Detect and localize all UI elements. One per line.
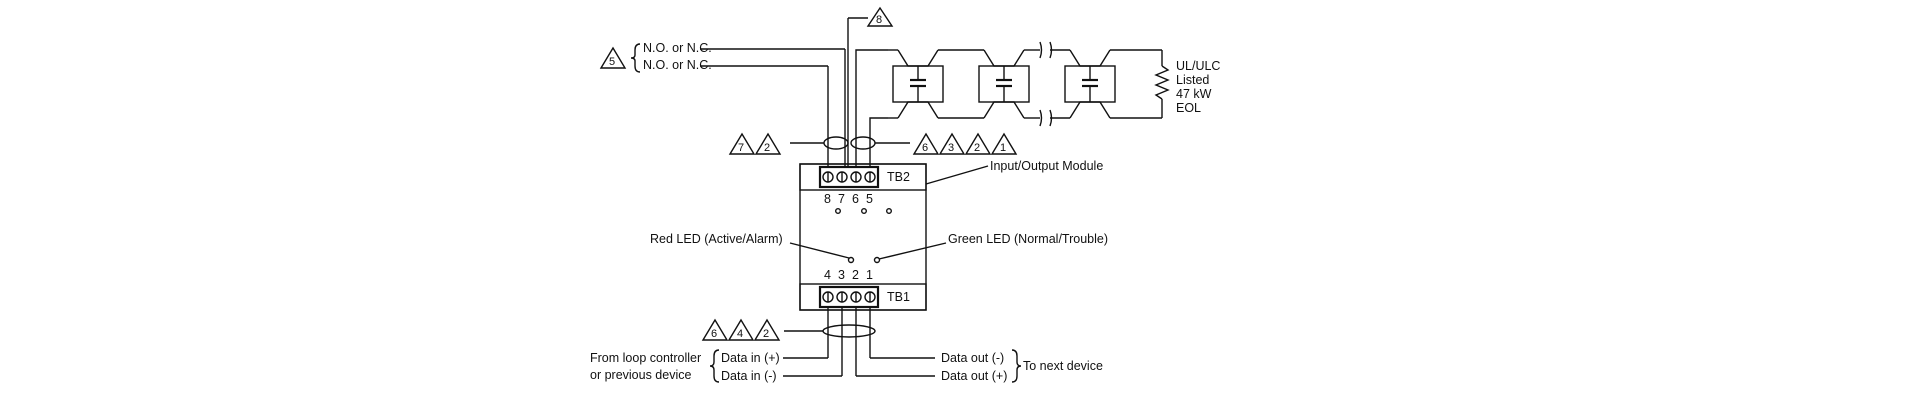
note-2-triangle-left: 2	[754, 132, 782, 155]
tb1-label: TB1	[887, 290, 910, 304]
data-in-plus-label: Data in (+)	[721, 351, 780, 365]
eol-label-1: UL/ULC	[1176, 59, 1220, 73]
note-7-triangle: 7	[728, 132, 756, 155]
contact-brace	[630, 43, 641, 73]
contact-wiring	[700, 48, 846, 167]
initiating-circuit	[855, 41, 1170, 167]
tb1-terminal-3: 3	[838, 268, 845, 282]
input-output-module: TB2 8 7 6 5 4 3 2 1 TB1	[799, 163, 927, 311]
twisted-pair-right	[850, 136, 876, 150]
svg-text:6: 6	[922, 142, 928, 154]
note-2-triangle-right: 2	[964, 132, 992, 155]
from-loop-label-1: From loop controller	[590, 351, 701, 365]
note-2-triangle-bottom: 2	[753, 318, 781, 341]
tb1-screws	[822, 291, 876, 303]
svg-text:6: 6	[711, 328, 717, 340]
svg-text:1: 1	[1000, 142, 1006, 154]
svg-text:7: 7	[738, 142, 744, 154]
note-5-triangle: 5	[599, 46, 627, 69]
green-led-indicator	[873, 256, 881, 264]
note-8-triangle: 8	[866, 6, 894, 27]
data-out-minus-label: Data out (-)	[941, 351, 1004, 365]
data-loop-wiring	[783, 307, 935, 377]
tb2-dots	[835, 207, 893, 214]
svg-text:2: 2	[764, 142, 770, 154]
tb2-label: TB2	[887, 170, 910, 184]
svg-text:8: 8	[876, 14, 882, 26]
red-led-label: Red LED (Active/Alarm)	[650, 232, 783, 246]
eol-label-2: Listed	[1176, 73, 1209, 87]
note-4-triangle: 4	[727, 318, 755, 341]
tb1-terminal-4: 4	[824, 268, 831, 282]
svg-text:2: 2	[763, 328, 769, 340]
svg-text:3: 3	[948, 142, 954, 154]
tb2-terminal-6: 6	[852, 192, 859, 206]
svg-text:4: 4	[737, 328, 743, 340]
from-loop-brace	[709, 349, 720, 383]
to-next-label: To next device	[1023, 359, 1103, 373]
tb2-terminal-5: 5	[866, 192, 873, 206]
green-led-label: Green LED (Normal/Trouble)	[948, 232, 1108, 246]
from-loop-label-2: or previous device	[590, 368, 691, 382]
tb2-screws	[822, 171, 876, 183]
tb2-terminal-8: 8	[824, 192, 831, 206]
tb1-block	[799, 283, 927, 311]
tb1-terminal-housing	[818, 285, 880, 309]
svg-text:2: 2	[974, 142, 980, 154]
contact-label-1: N.O. or N.C.	[643, 41, 712, 55]
data-out-plus-label: Data out (+)	[941, 369, 1007, 383]
eol-label-4: EOL	[1176, 101, 1201, 115]
tb1-terminal-2: 2	[852, 268, 859, 282]
note-6-triangle-bottom: 6	[701, 318, 729, 341]
tb2-terminal-housing	[818, 165, 880, 189]
eol-label-3: 47 kW	[1176, 87, 1212, 101]
data-in-minus-label: Data in (-)	[721, 369, 777, 383]
module-label: Input/Output Module	[990, 159, 1103, 173]
note-1-triangle: 1	[990, 132, 1018, 155]
note-6-triangle-right: 6	[912, 132, 940, 155]
tb2-terminal-7: 7	[838, 192, 845, 206]
tb1-terminal-1: 1	[866, 268, 873, 282]
red-led-indicator	[847, 256, 855, 264]
to-next-brace	[1011, 349, 1022, 383]
note-3-triangle: 3	[938, 132, 966, 155]
tb2-block	[799, 163, 927, 191]
contact-label-2: N.O. or N.C.	[643, 58, 712, 72]
svg-text:5: 5	[609, 56, 615, 68]
